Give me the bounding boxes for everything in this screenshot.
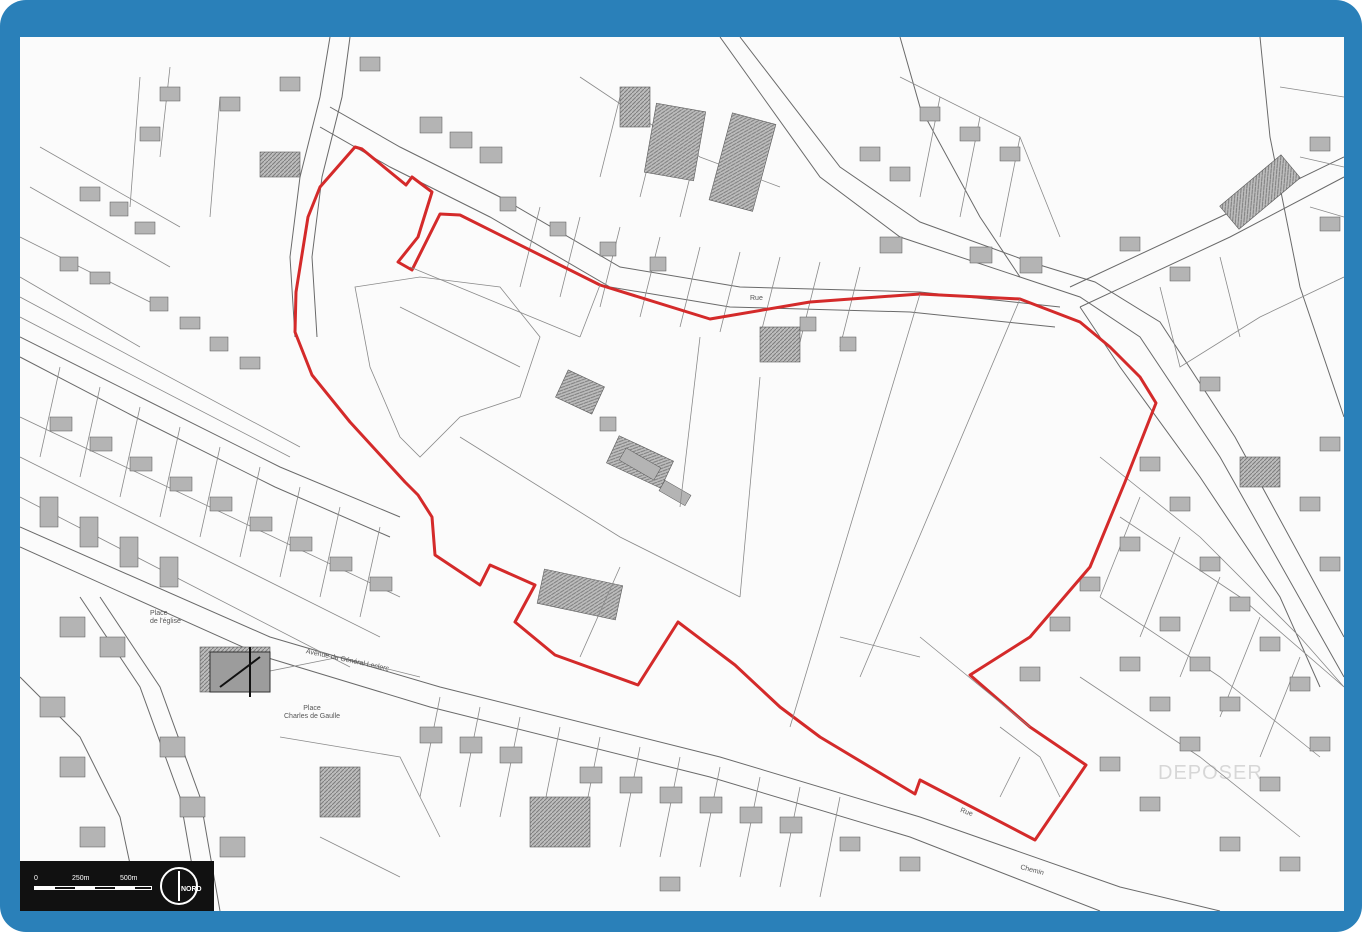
scale-legend: 0 250m 500m NORD: [20, 861, 214, 911]
parcel-lines: [20, 66, 1344, 898]
project-perimeter: [293, 145, 1158, 842]
scale-label-0: 0: [34, 875, 38, 882]
buildings: [199, 86, 1301, 848]
small-buildings: [39, 56, 1341, 892]
cadastral-map: Place de l'église Place Charles de Gaull…: [20, 37, 1344, 911]
label-place-charles: Place Charles de Gaulle: [284, 705, 341, 720]
label-place-church: Place de l'église: [150, 610, 181, 625]
scale-label-500: 500m: [120, 875, 138, 882]
watermark: DEPOSER: [1158, 762, 1263, 784]
church-icon: [209, 647, 271, 697]
scale-bar: [34, 886, 152, 890]
map-canvas: [20, 37, 1344, 911]
label-rue: Rue: [750, 295, 763, 302]
scale-label-250: 250m: [72, 875, 90, 882]
north-label: NORD: [181, 886, 202, 893]
north-arrow-icon: NORD: [160, 867, 202, 905]
interior-parcels: [354, 266, 1061, 798]
